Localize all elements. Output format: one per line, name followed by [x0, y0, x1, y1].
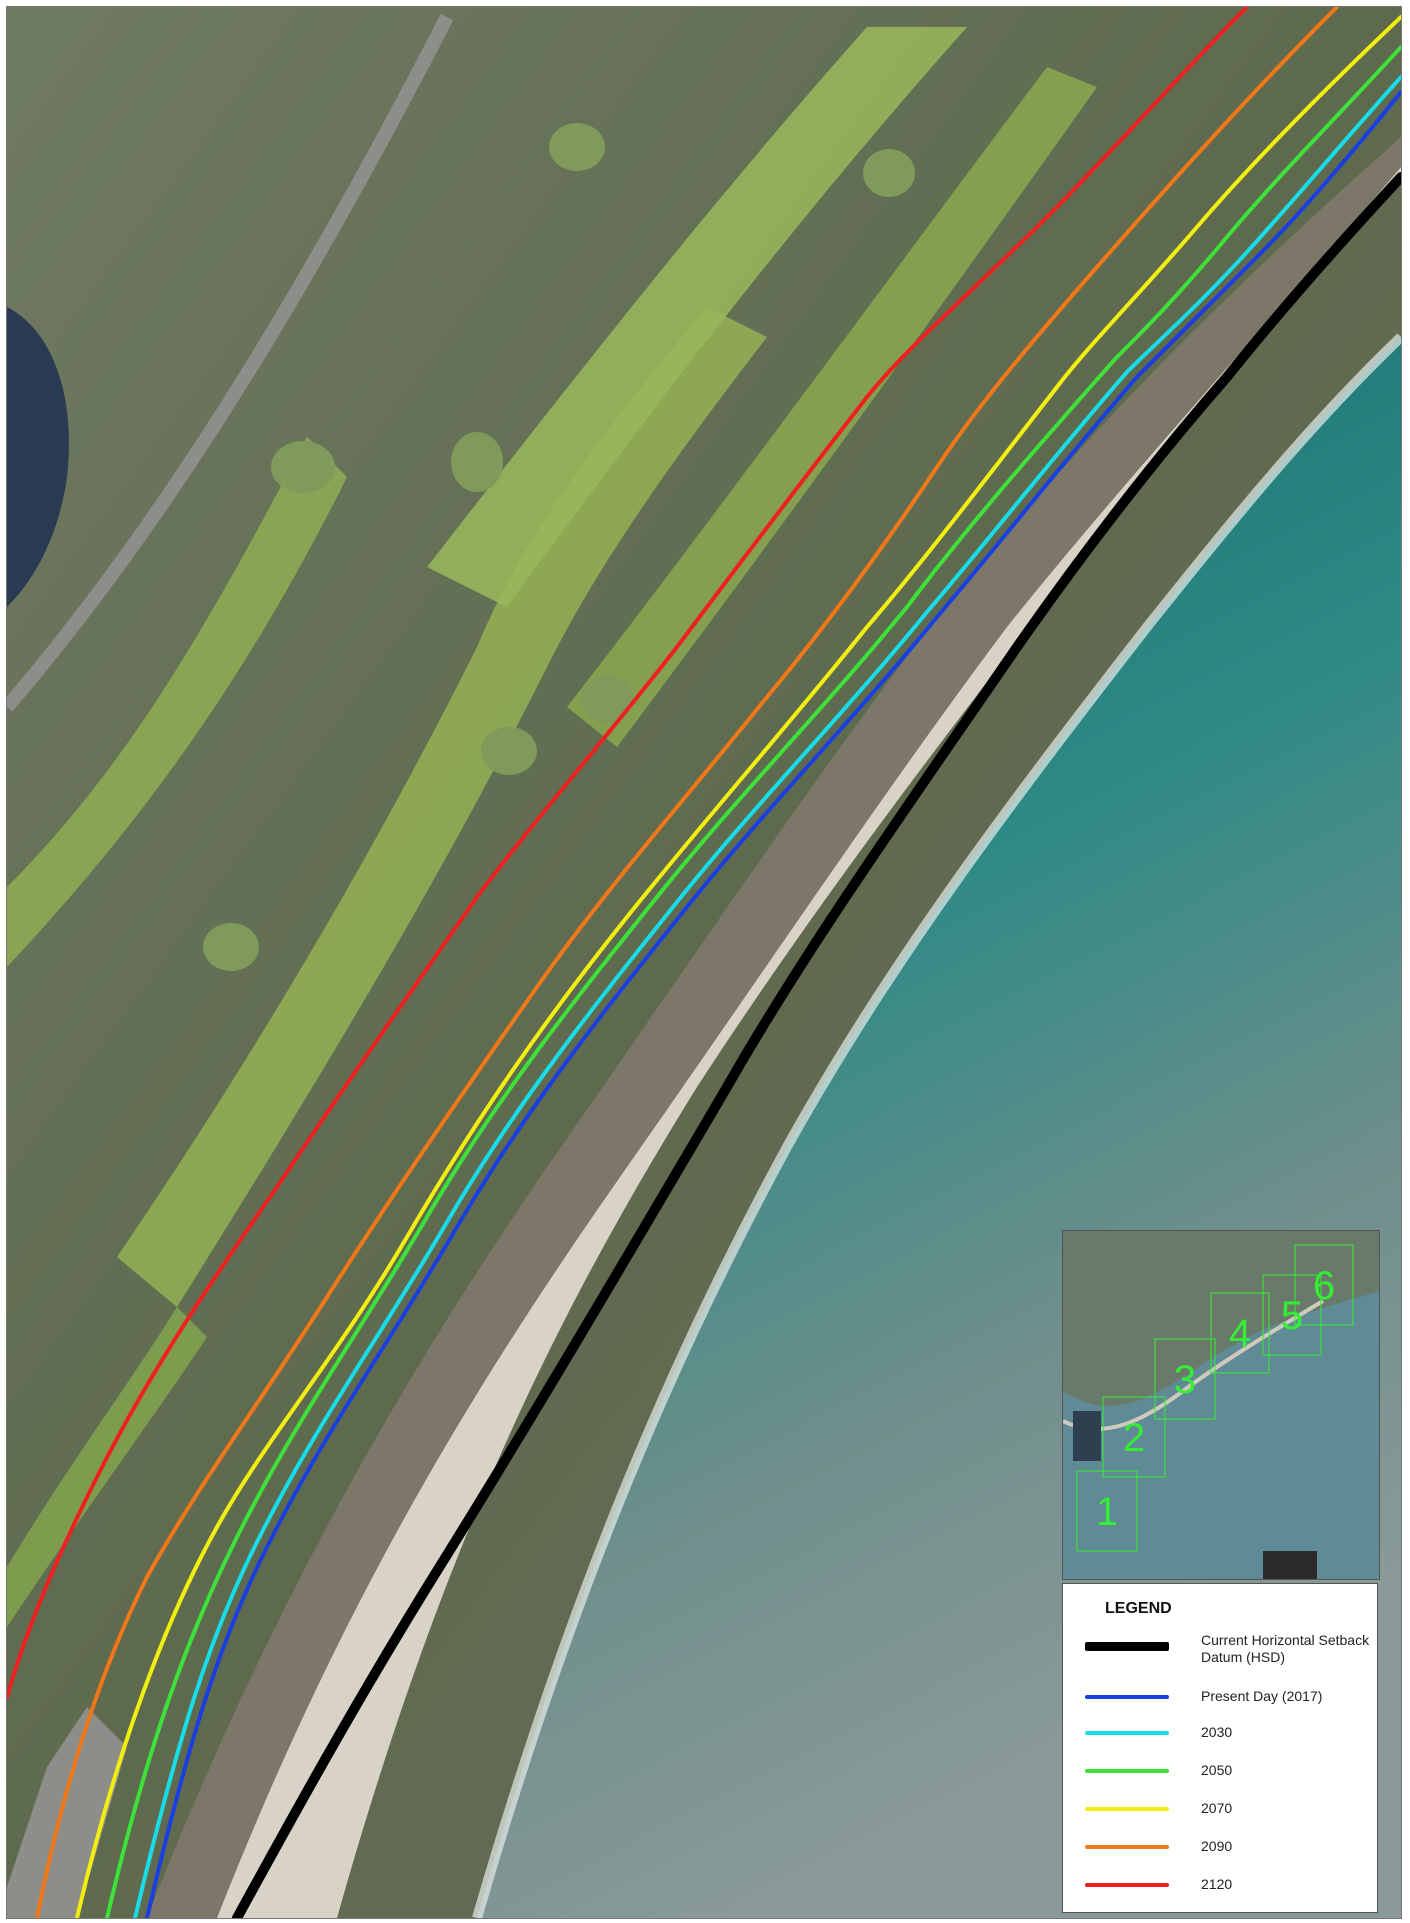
legend-swatch [1085, 1695, 1169, 1699]
inset-zone-label: 5 [1281, 1294, 1303, 1338]
legend-swatch [1085, 1731, 1169, 1735]
lake [7, 307, 69, 607]
legend-label: Present Day (2017) [1201, 1688, 1323, 1704]
inset-zone-box [1154, 1338, 1216, 1420]
setback-line [232, 172, 1401, 1918]
setback-line [75, 15, 1401, 1918]
legend-swatch [1085, 1769, 1169, 1773]
setback-line [105, 45, 1401, 1918]
legend-label: Current Horizontal Setback Datum (HSD) [1201, 1632, 1370, 1665]
setback-line [7, 7, 1249, 1699]
green [203, 923, 259, 971]
inset-zone-label: 4 [1229, 1312, 1251, 1356]
green [451, 432, 503, 492]
fairway [7, 437, 347, 967]
inset-zone-box [1294, 1244, 1354, 1326]
legend-swatch [1085, 1883, 1169, 1887]
inset-zone-label: 6 [1313, 1264, 1335, 1308]
green [481, 727, 537, 775]
fairway [567, 67, 1097, 747]
legend-label: 2030 [1201, 1724, 1233, 1740]
inset-zone-label: 1 [1096, 1490, 1118, 1534]
dune-vegetation [147, 137, 1401, 1918]
setback-line [145, 90, 1401, 1918]
legend-swatch [1085, 1642, 1169, 1651]
setback-line [35, 7, 1339, 1918]
fairway [427, 27, 967, 607]
green [271, 441, 335, 493]
inset-zone-label: 3 [1174, 1358, 1196, 1402]
legend-label: 2070 [1201, 1800, 1233, 1816]
fairway [7, 1307, 207, 1627]
inset-zone-box [1262, 1274, 1322, 1356]
setback-line [133, 75, 1401, 1918]
inset-zone-box [1102, 1396, 1166, 1478]
legend-swatch [1085, 1807, 1169, 1811]
inset-coastline [1063, 1299, 1325, 1431]
car-park [7, 1707, 127, 1918]
legend-swatch [1085, 1845, 1169, 1849]
legend-label: 2050 [1201, 1762, 1233, 1778]
inset-sea [1063, 1291, 1379, 1579]
inset-zone-box [1210, 1292, 1270, 1374]
legend-label: 2120 [1201, 1876, 1233, 1892]
road [7, 13, 454, 712]
green [863, 149, 915, 197]
surf-line [472, 333, 1401, 1918]
legend-panel: LEGEND Current Horizontal Setback Datum … [1062, 1583, 1378, 1913]
inset-zone-label: 2 [1123, 1416, 1145, 1460]
fairway [117, 307, 767, 1307]
inset-lake [1073, 1411, 1101, 1461]
legend-title: LEGEND [1105, 1600, 1172, 1617]
inset-zone-box [1076, 1470, 1138, 1552]
green [549, 123, 605, 171]
green [581, 675, 633, 723]
inset-dark-patch [1263, 1551, 1317, 1579]
legend-label: 2090 [1201, 1838, 1233, 1854]
setback-lines [7, 7, 1401, 1918]
